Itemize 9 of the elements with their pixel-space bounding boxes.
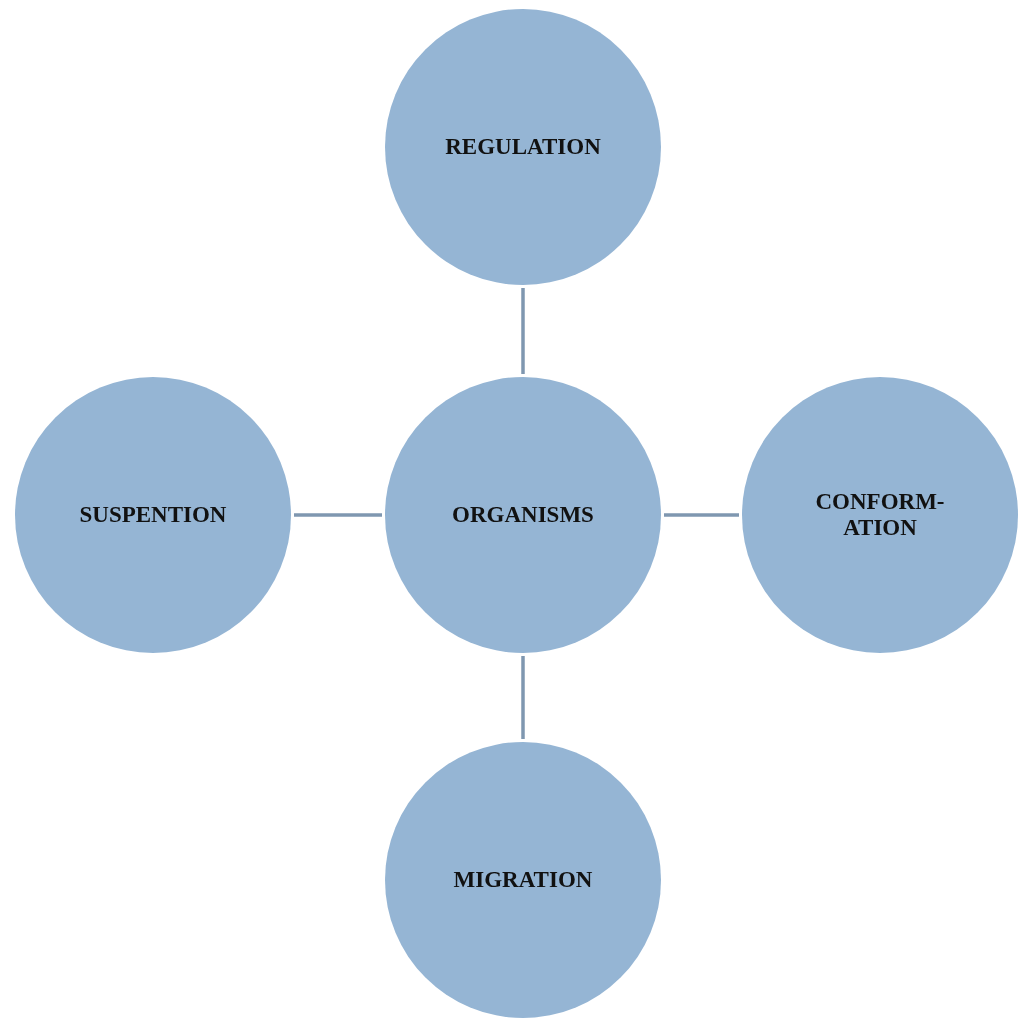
connector-line (664, 513, 739, 517)
connector-line (294, 513, 382, 517)
connector-line (521, 656, 525, 739)
connector-line (521, 288, 525, 374)
node-label: SUSPENTION (79, 501, 227, 529)
node-label: ORGANISMS (452, 501, 594, 529)
node-label: MIGRATION (453, 866, 593, 894)
node-label: CONFORM- ATION (814, 488, 946, 542)
node-label: REGULATION (445, 133, 601, 161)
